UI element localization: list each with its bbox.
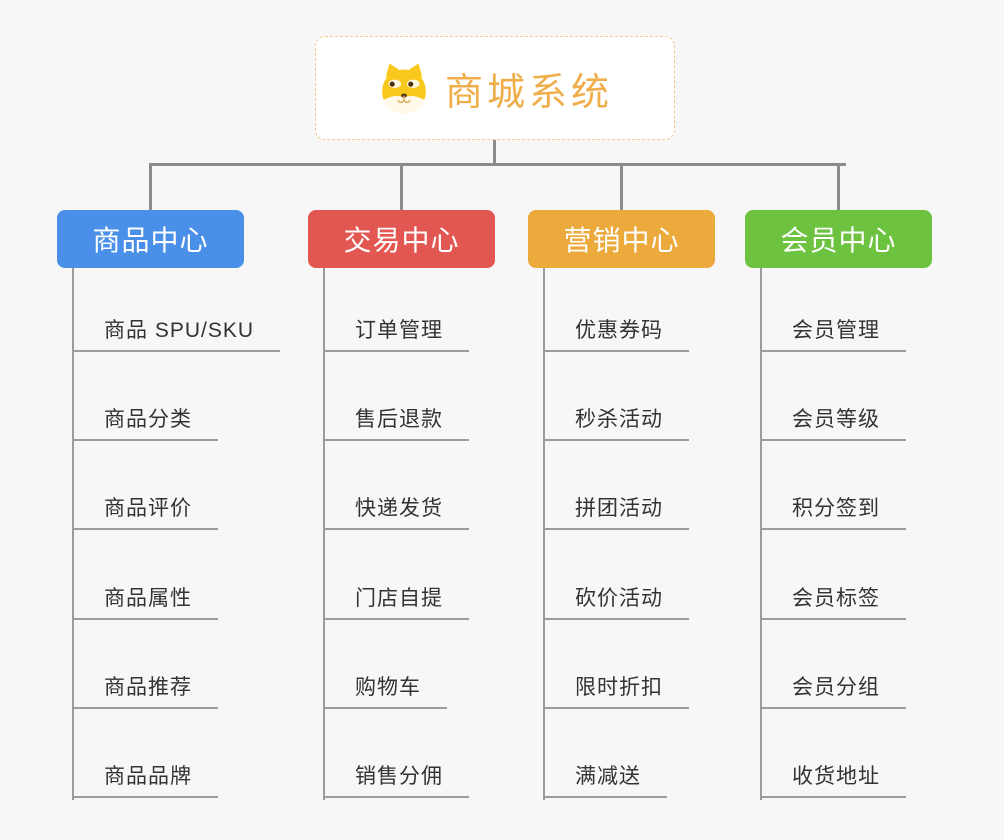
sub-item-label: 商品评价 bbox=[104, 497, 192, 520]
sub-item[interactable]: 商品品牌 bbox=[72, 762, 218, 798]
sub-item[interactable]: 会员管理 bbox=[760, 316, 906, 352]
sub-item[interactable]: 收货地址 bbox=[760, 762, 906, 798]
sub-item[interactable]: 订单管理 bbox=[323, 316, 469, 352]
sub-item-label: 门店自提 bbox=[355, 587, 443, 610]
sub-item-label: 优惠券码 bbox=[575, 319, 663, 342]
sub-item-label: 销售分佣 bbox=[355, 765, 443, 788]
sub-item[interactable]: 拼团活动 bbox=[543, 494, 689, 530]
branch-trunk-connector bbox=[72, 268, 74, 800]
branch-trunk-connector bbox=[543, 268, 545, 800]
sub-item-label: 会员管理 bbox=[792, 319, 880, 342]
sub-item[interactable]: 会员等级 bbox=[760, 405, 906, 441]
sub-item-label: 满减送 bbox=[575, 765, 641, 788]
sub-item-label: 购物车 bbox=[355, 676, 421, 699]
sub-item-label: 砍价活动 bbox=[575, 587, 663, 610]
sub-item[interactable]: 售后退款 bbox=[323, 405, 469, 441]
sub-item-label: 售后退款 bbox=[355, 408, 443, 431]
branch-node-0[interactable]: 商品中心 bbox=[57, 210, 244, 268]
sub-item[interactable]: 销售分佣 bbox=[323, 762, 469, 798]
sub-item[interactable]: 满减送 bbox=[543, 762, 667, 798]
sub-item[interactable]: 优惠券码 bbox=[543, 316, 689, 352]
branch-node-2[interactable]: 营销中心 bbox=[528, 210, 715, 268]
sub-item[interactable]: 购物车 bbox=[323, 673, 447, 709]
sub-item[interactable]: 商品属性 bbox=[72, 584, 218, 620]
sub-item[interactable]: 会员分组 bbox=[760, 673, 906, 709]
sub-item-label: 商品 SPU/SKU bbox=[104, 319, 255, 342]
sub-item-label: 限时折扣 bbox=[575, 676, 663, 699]
branch-horizontal-connector bbox=[149, 163, 846, 166]
sub-item-label: 商品分类 bbox=[104, 408, 192, 431]
sub-item[interactable]: 商品评价 bbox=[72, 494, 218, 530]
sub-item[interactable]: 门店自提 bbox=[323, 584, 469, 620]
branch-drop-connector bbox=[620, 163, 623, 210]
branch-drop-connector bbox=[400, 163, 403, 210]
sub-item[interactable]: 积分签到 bbox=[760, 494, 906, 530]
branch-label: 商品中心 bbox=[92, 225, 209, 256]
sub-item-label: 会员等级 bbox=[792, 408, 880, 431]
branch-label: 营销中心 bbox=[563, 225, 680, 256]
sub-item[interactable]: 砍价活动 bbox=[543, 584, 689, 620]
sub-item-label: 订单管理 bbox=[355, 319, 443, 342]
sub-item-label: 拼团活动 bbox=[575, 497, 663, 520]
sub-item[interactable]: 商品 SPU/SKU bbox=[72, 316, 281, 352]
branch-label: 交易中心 bbox=[343, 225, 460, 256]
sub-item[interactable]: 秒杀活动 bbox=[543, 405, 689, 441]
sub-item-label: 商品属性 bbox=[104, 587, 192, 610]
branch-label: 会员中心 bbox=[780, 225, 897, 256]
sub-item[interactable]: 会员标签 bbox=[760, 584, 906, 620]
sub-item-label: 商品品牌 bbox=[104, 765, 192, 788]
root-title: 商城系统 bbox=[444, 71, 613, 114]
branch-drop-connector bbox=[149, 163, 152, 210]
sub-item-label: 会员标签 bbox=[792, 587, 880, 610]
sub-item[interactable]: 商品分类 bbox=[72, 405, 218, 441]
sub-item[interactable]: 限时折扣 bbox=[543, 673, 689, 709]
root-node[interactable]: 商城系统 bbox=[315, 36, 675, 140]
sub-item-label: 收货地址 bbox=[792, 765, 880, 788]
branch-trunk-connector bbox=[323, 268, 325, 800]
branch-drop-connector bbox=[837, 163, 840, 210]
sub-item-label: 积分签到 bbox=[792, 497, 880, 520]
sub-item-label: 快递发货 bbox=[355, 497, 443, 520]
sub-item-label: 会员分组 bbox=[792, 676, 880, 699]
branch-trunk-connector bbox=[760, 268, 762, 800]
sub-item-label: 商品推荐 bbox=[104, 676, 192, 699]
branch-node-1[interactable]: 交易中心 bbox=[308, 210, 495, 268]
branch-node-3[interactable]: 会员中心 bbox=[745, 210, 932, 268]
sub-item-label: 秒杀活动 bbox=[575, 408, 663, 431]
sub-item[interactable]: 商品推荐 bbox=[72, 673, 218, 709]
sub-item[interactable]: 快递发货 bbox=[323, 494, 469, 530]
root-stem-connector bbox=[493, 140, 496, 163]
shiba-dog-icon bbox=[377, 61, 431, 115]
